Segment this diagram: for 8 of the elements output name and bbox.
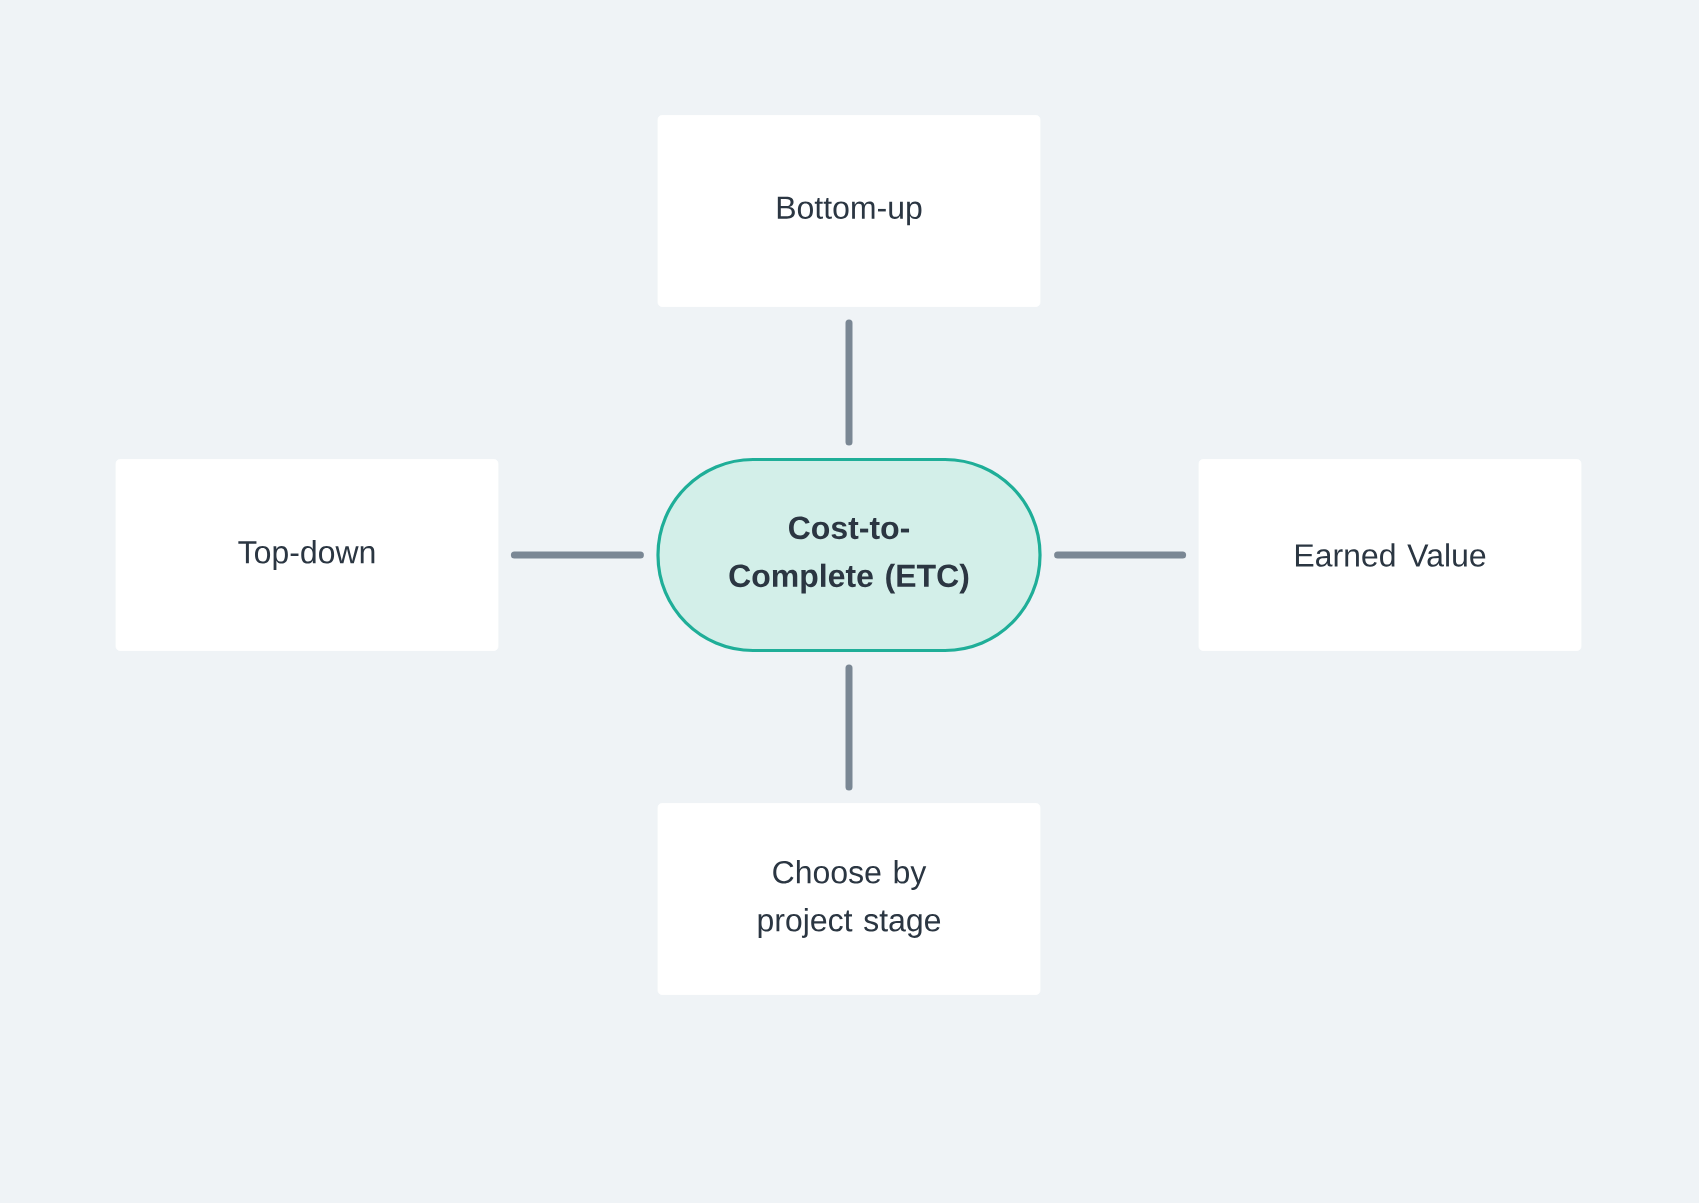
connector-line: [510, 551, 644, 559]
method-box: Bottom-up: [657, 115, 1041, 307]
connector-line: [845, 664, 853, 791]
connector-line: [1054, 551, 1187, 559]
method-box: Earned Value: [1198, 459, 1582, 651]
connector-line: [845, 319, 853, 446]
method-box: Top-down: [115, 459, 499, 651]
method-box: Choose by project stage: [657, 803, 1041, 995]
